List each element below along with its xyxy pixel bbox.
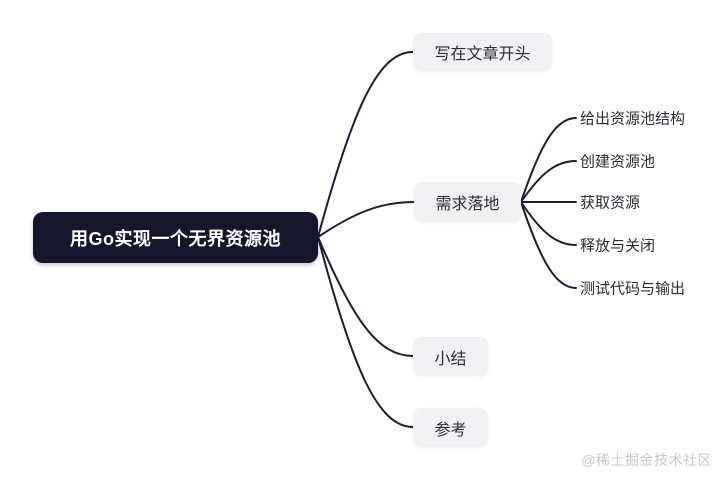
- edge-root-summary: [317, 236, 414, 357]
- leaf-node-create-pool[interactable]: 创建资源池: [580, 153, 656, 171]
- edge-implementation-test-output: [520, 201, 577, 289]
- leaf-node-test-output[interactable]: 测试代码与输出: [580, 280, 686, 298]
- branch-node-implementation[interactable]: 需求落地: [414, 182, 521, 222]
- leaf-node-release-close[interactable]: 释放与关闭: [580, 237, 656, 255]
- branch-node-summary[interactable]: 小结: [413, 337, 488, 376]
- edge-implementation-pool-structure: [520, 117, 577, 203]
- edge-implementation-release-close: [520, 201, 577, 246]
- edge-root-implementation: [317, 201, 415, 238]
- edge-root-opening: [317, 51, 414, 238]
- leaf-node-pool-structure[interactable]: 给出资源池结构: [580, 110, 686, 128]
- root-node[interactable]: 用Go实现一个无界资源池: [33, 212, 318, 263]
- branch-node-opening[interactable]: 写在文章开头: [413, 33, 552, 71]
- leaf-node-acquire-resource[interactable]: 获取资源: [580, 194, 641, 212]
- edge-implementation-create-pool: [520, 160, 577, 203]
- edge-root-reference: [317, 236, 414, 428]
- branch-node-reference[interactable]: 参考: [413, 408, 488, 447]
- watermark: @稀土掘金技术社区: [581, 452, 712, 468]
